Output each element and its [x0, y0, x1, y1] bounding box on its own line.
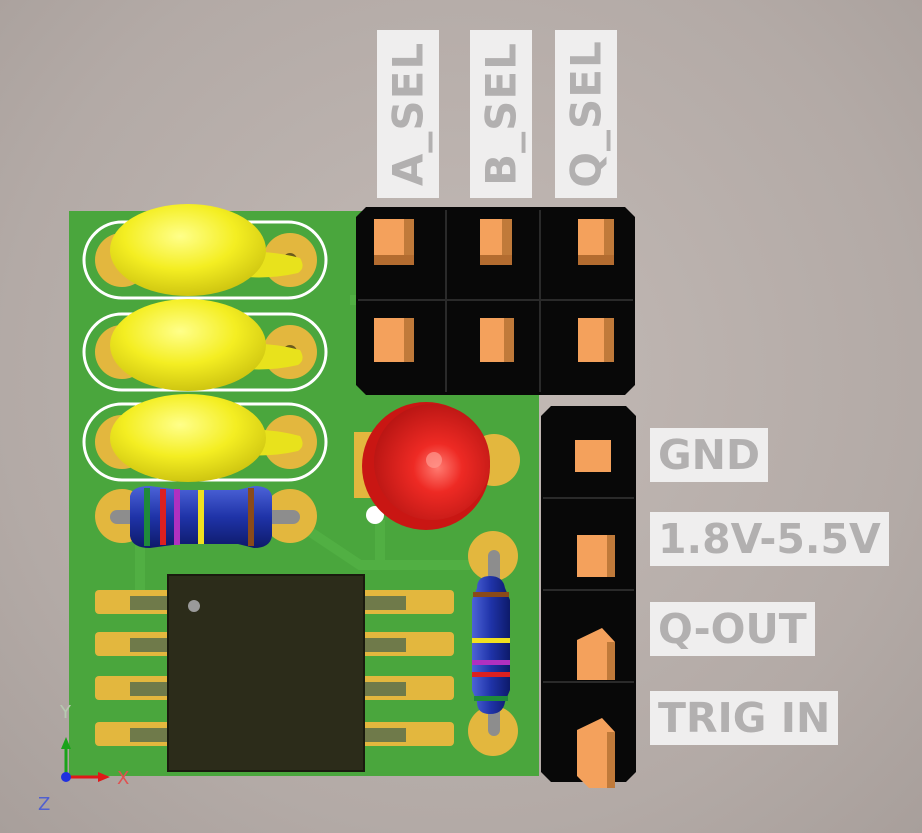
resistor-vertical [472, 550, 510, 736]
capacitors [110, 204, 303, 482]
label-q-sel: Q_SEL [555, 30, 617, 198]
axis-label-y: Y [60, 702, 71, 723]
resistor-horizontal [110, 486, 300, 548]
led-red [362, 402, 490, 530]
label-a-sel: A_SEL [377, 30, 439, 198]
label-q-out: Q-OUT [650, 602, 815, 656]
label-b-sel: B_SEL [470, 30, 532, 198]
axis-triad [61, 737, 110, 782]
jumper-header-2x3 [356, 207, 635, 395]
axis-label-z: Z [38, 794, 51, 815]
power-header-1x4 [541, 406, 636, 788]
label-trig-in: TRIG IN [650, 691, 839, 745]
label-gnd: GND [650, 428, 768, 482]
label-supply-voltage: 1.8V-5.5V [650, 512, 889, 566]
axis-label-x: X [117, 768, 130, 789]
jumper-pins [374, 219, 614, 362]
ic-chip [167, 574, 365, 772]
